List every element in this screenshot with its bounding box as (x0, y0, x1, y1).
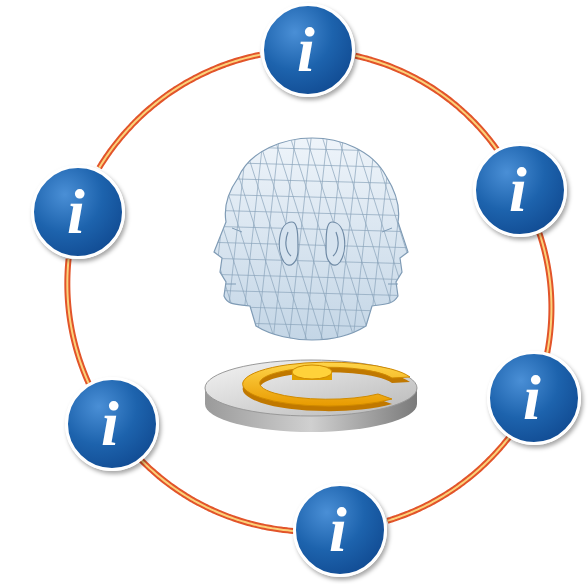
info-letter: i (509, 158, 531, 222)
mesh-line (200, 306, 420, 312)
ring-segment-group (67, 259, 88, 384)
ring-segment-group (539, 233, 551, 353)
mesh-line (192, 130, 216, 350)
ring-connector (99, 55, 260, 168)
mesh-line (176, 130, 246, 350)
head-outline (214, 138, 408, 340)
ring-connector (355, 56, 497, 150)
base-disc (205, 360, 417, 432)
ring-segment-group (99, 55, 260, 168)
mesh-line (176, 130, 200, 350)
ring-connector-highlight (387, 437, 509, 521)
mesh-line (224, 130, 248, 350)
ring-connector (67, 259, 88, 384)
mesh-line (200, 242, 420, 248)
mouth-right (388, 284, 398, 285)
mesh-line (208, 130, 232, 350)
ring-connector-highlight (141, 460, 294, 531)
mesh-line (336, 130, 406, 350)
disc-top (205, 360, 417, 416)
eye-left (232, 228, 242, 232)
mesh-line (368, 130, 392, 350)
info-letter: i (523, 366, 545, 430)
mesh-line (192, 130, 262, 350)
info-letter: i (329, 498, 351, 562)
ear-left-fold (286, 232, 291, 256)
ring-connector (539, 233, 551, 353)
info-circle: i (293, 483, 387, 577)
ring-connector-highlight (355, 56, 497, 150)
mesh-line (200, 226, 420, 232)
info-letter: i (297, 18, 319, 82)
info-circle: i (31, 165, 125, 259)
c-dot (292, 365, 332, 379)
info-circle: i (487, 351, 581, 445)
mesh-line (304, 130, 374, 350)
mesh-line (160, 130, 230, 350)
mesh-line (352, 130, 422, 350)
mesh-line (384, 130, 454, 350)
info-circle: i (473, 143, 567, 237)
mesh-line (240, 130, 310, 350)
mesh-line (200, 162, 420, 168)
mesh-line (320, 130, 390, 350)
eye-right (382, 228, 392, 232)
mesh-line (200, 322, 420, 328)
ear-left (279, 222, 298, 265)
ring-connector (141, 460, 294, 531)
mesh-line (384, 130, 408, 350)
mesh-line (200, 130, 420, 136)
gold-c-symbol (243, 362, 410, 411)
mesh-line (368, 130, 438, 350)
info-letter: i (67, 180, 89, 244)
ring-connector-highlight (539, 233, 551, 353)
ear-right (326, 222, 345, 265)
mouth-left (226, 284, 236, 285)
ring-segment-group (387, 437, 509, 521)
face-features (226, 228, 398, 284)
mesh-line (200, 210, 420, 216)
ear-right-fold (333, 232, 338, 256)
ring-segment-group (141, 460, 294, 531)
ring-connector-highlight (67, 259, 88, 384)
mesh-line (352, 130, 376, 350)
ring-connector-highlight (99, 55, 260, 168)
mesh-line (288, 130, 358, 350)
ring-segment-group (355, 56, 497, 150)
mesh-line (256, 130, 280, 350)
info-circle: i (65, 377, 159, 471)
mesh-line (256, 130, 326, 350)
ears (279, 222, 344, 265)
ring-connector (387, 437, 509, 521)
mesh-line (240, 130, 264, 350)
info-letter: i (101, 392, 123, 456)
mesh-line (200, 274, 420, 280)
c-shape (243, 362, 410, 406)
mesh-line (400, 130, 424, 350)
mesh-line (304, 130, 328, 350)
mesh-line (320, 130, 344, 350)
mesh-line (208, 130, 278, 350)
wireframe-head (160, 130, 454, 350)
head-mesh (160, 130, 454, 350)
mesh-line (200, 338, 420, 344)
info-circle: i (261, 3, 355, 97)
